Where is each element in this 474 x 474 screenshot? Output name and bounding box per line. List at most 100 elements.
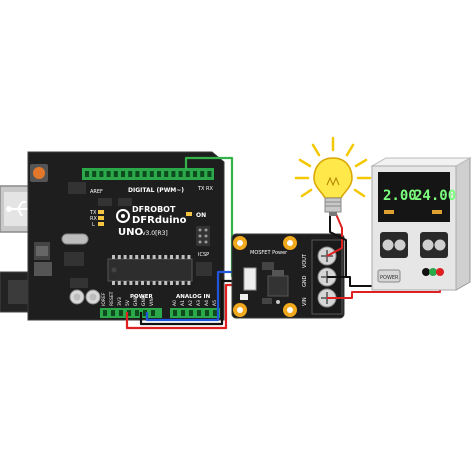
- psu-top: [370, 157, 472, 167]
- mosfet-title: MOSFET Power: [250, 250, 288, 256]
- header-pin: [123, 255, 127, 259]
- header-pin: [129, 281, 133, 285]
- terminal-label-vout: VOUT: [302, 253, 308, 268]
- header-pin: [113, 171, 118, 177]
- header-pin: [181, 310, 185, 316]
- led-rx-label: RX: [90, 216, 97, 222]
- header-pin: [112, 255, 115, 259]
- header-pin: [207, 171, 212, 177]
- bulb-base: [324, 197, 342, 213]
- analog-pin-labels: A0 A1 A2 A3 A4 A5: [172, 300, 218, 306]
- header-pin: [119, 310, 123, 316]
- header-pin: [128, 171, 133, 177]
- pin-label-a0: A0: [172, 300, 178, 306]
- header-pin: [117, 281, 121, 285]
- pin-label-gnd-2: GND: [141, 295, 147, 306]
- led-tx-label: TX: [89, 210, 97, 216]
- header-pin: [170, 281, 173, 285]
- mosfet-chip: [267, 275, 289, 297]
- header-pin: [135, 310, 139, 316]
- pin-label-a2: A2: [188, 300, 194, 306]
- psu-power-label: POWER: [380, 275, 399, 281]
- header-pin: [123, 281, 127, 285]
- header-pin: [187, 255, 191, 259]
- signal-wire-blue: [145, 270, 246, 322]
- header-pin: [158, 255, 162, 259]
- psu-terminals: [422, 268, 444, 276]
- version-label: v3.0[R3]: [142, 230, 168, 237]
- header-pin: [187, 281, 191, 285]
- header-pin: [92, 171, 97, 177]
- header-pin: [146, 281, 150, 285]
- header-pin: [152, 281, 156, 285]
- display-right: 24.00: [414, 188, 456, 204]
- header-pin: [205, 310, 209, 316]
- header-pin: [129, 255, 133, 259]
- aref-label: AREF: [90, 189, 103, 195]
- header-pin: [141, 255, 144, 259]
- icsp-label: ICSP: [198, 252, 209, 258]
- psu-power-button: [377, 269, 401, 283]
- gnd-wire-black: [139, 279, 246, 326]
- model-label: DFRduino: [132, 215, 187, 226]
- terminal-label-vin: VIN: [302, 297, 308, 306]
- pin-label-5v: 5V: [125, 299, 131, 306]
- crystal: [61, 233, 89, 245]
- psu-side: [455, 157, 471, 291]
- brand-label: DFROBOT: [132, 205, 176, 214]
- psu-knobs: [380, 232, 448, 258]
- header-pin: [164, 281, 168, 285]
- usb-icon: [6, 201, 30, 217]
- header-pin: [149, 171, 154, 177]
- header-pin: [146, 255, 150, 259]
- header-pin: [170, 255, 173, 259]
- power-supply: 2.00 24.00 POWER: [370, 157, 472, 291]
- power-pin-labels: IOREF RESET 3V3 5V GND GND VIN: [101, 291, 155, 306]
- atmega-chip: [107, 258, 193, 282]
- module-connector: [243, 267, 257, 291]
- header-pin: [173, 310, 177, 316]
- header-pin: [85, 171, 89, 177]
- digital-label: DIGITAL (PWM~): [128, 187, 184, 194]
- voltage-regulator: [34, 262, 52, 276]
- header-pin: [164, 171, 169, 177]
- light-bulb: [294, 136, 372, 216]
- atmega-chip-pins: [112, 255, 191, 285]
- terminal-label-gnd: GND: [302, 275, 308, 287]
- dfrobot-logo: [116, 209, 130, 223]
- header-pin: [142, 171, 147, 177]
- variant-label: UNO: [118, 227, 143, 238]
- header-pin: [143, 310, 147, 316]
- icsp-header: [196, 226, 210, 246]
- header-pin: [157, 171, 161, 177]
- analog-label: ANALOG IN: [176, 294, 211, 300]
- header-pin: [193, 171, 197, 177]
- pin-label-gnd: GND: [133, 295, 139, 306]
- pin-label-3v3: 3V3: [117, 297, 123, 306]
- pin-label-reset: RESET: [109, 291, 115, 306]
- header-pin: [106, 171, 111, 177]
- pin-label-a3: A3: [196, 300, 202, 306]
- header-pin: [127, 310, 131, 316]
- header-pin: [213, 310, 217, 316]
- header-pin: [135, 171, 140, 177]
- header-pin: [117, 255, 121, 259]
- header-pin: [185, 171, 190, 177]
- display-left: 2.00: [383, 188, 417, 204]
- pin-label-a5: A5: [212, 300, 218, 306]
- header-pin: [121, 171, 125, 177]
- tx-label: TX: [197, 186, 205, 192]
- rx-label: RX: [206, 186, 213, 192]
- header-pin: [175, 281, 179, 285]
- header-pin: [111, 310, 115, 316]
- header-pin: [200, 171, 205, 177]
- power-label: POWER: [130, 294, 154, 300]
- bottom-header-pins: [103, 310, 217, 316]
- bulb-rays: [294, 136, 372, 198]
- header-pin: [112, 281, 115, 285]
- header-pin: [181, 255, 185, 259]
- on-label: ON: [196, 212, 206, 219]
- pin-label-a4: A4: [204, 300, 210, 306]
- header-pin: [152, 255, 156, 259]
- header-pin: [178, 171, 183, 177]
